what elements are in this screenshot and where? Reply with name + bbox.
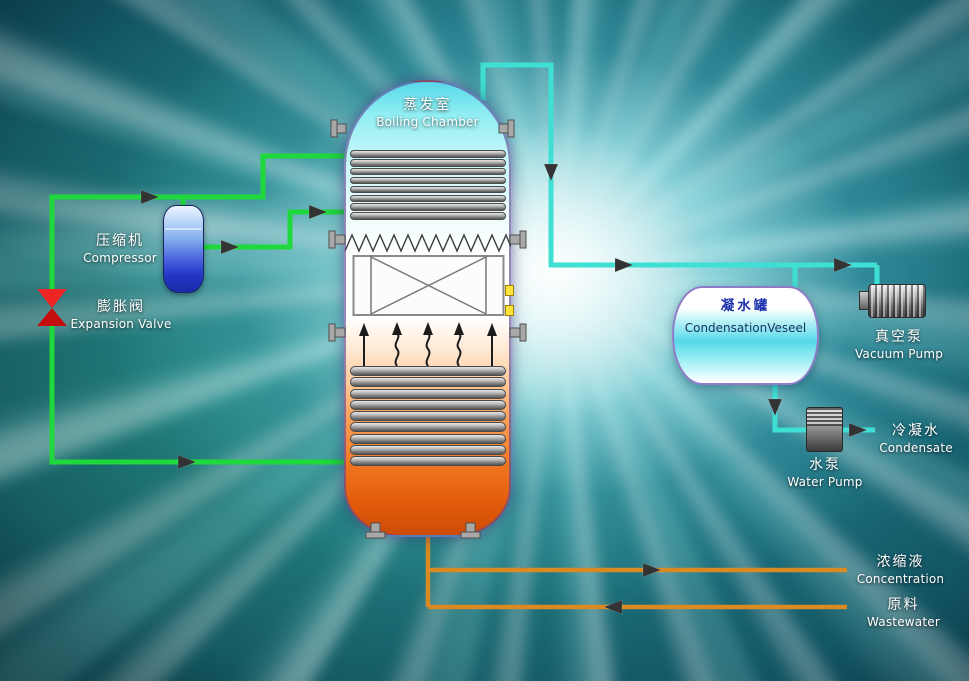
orange-feed-pipe: [425, 526, 847, 610]
condensation-vessel-icon: 凝水罐 CondensationVeseel: [672, 286, 819, 385]
coil-tube: [350, 433, 506, 444]
condensation-vessel-label-zh: 凝水罐: [720, 298, 771, 314]
heat-exchanger-xbox-icon: [352, 255, 505, 316]
expansion-valve-label-en: Expansion Valve: [70, 316, 172, 331]
condensate-label-zh: 冷凝水: [892, 423, 940, 439]
concentration-label-zh: 浓缩液: [876, 554, 925, 570]
coil-tube: [350, 444, 506, 455]
compressor-label-en: Compressor: [83, 250, 157, 265]
coil-tube: [350, 366, 506, 376]
wastewater-label-zh: 原料: [887, 597, 920, 613]
boiling-chamber-label-zh: 蒸发室: [403, 97, 452, 113]
coil-tube: [350, 167, 506, 176]
boiling-chamber-label: 蒸发室 Boiling Chamber: [344, 97, 511, 130]
coil-tube: [350, 422, 506, 433]
coil-tube: [350, 158, 506, 167]
sight-glass-icon: [505, 285, 514, 296]
water-pump-label-zh: 水泵: [809, 457, 841, 473]
boiling-chamber-label-en: Boiling Chamber: [376, 114, 479, 129]
compressor-seam: [165, 228, 202, 230]
compressor-icon: [163, 205, 204, 293]
coil-tube: [350, 411, 506, 421]
expansion-valve-label: 膨胀阀 Expansion Valve: [68, 299, 174, 332]
condensate-stream-label: 冷凝水 Condensate: [866, 423, 966, 456]
flow-arrows: [140, 163, 868, 615]
concentration-stream-label: 浓缩液 Concentration: [843, 554, 958, 587]
compressor-label: 压缩机 Compressor: [74, 233, 166, 266]
heating-coil-top: [350, 150, 506, 220]
expansion-valve-icon: [37, 289, 67, 326]
condensate-label-en: Condensate: [879, 440, 953, 455]
wastewater-stream-label: 原料 Wastewater: [851, 597, 956, 630]
coil-tube: [350, 150, 506, 158]
nozzle-flange-icon: [328, 119, 527, 539]
condensation-vessel-label-en: CondensationVeseel: [684, 321, 807, 335]
coil-tube: [350, 377, 506, 388]
demister-zigzag-icon: [345, 233, 511, 253]
water-pump-label: 水泵 Water Pump: [779, 457, 871, 490]
coil-tube: [350, 212, 506, 220]
coil-tube: [350, 388, 506, 399]
heating-coil-bottom: [350, 366, 506, 466]
expansion-valve-label-zh: 膨胀阀: [97, 299, 145, 315]
coil-tube: [350, 176, 506, 185]
wastewater-label-en: Wastewater: [867, 614, 940, 629]
sight-glass-icon: [505, 305, 514, 316]
coil-tube: [350, 194, 506, 203]
water-pump-label-en: Water Pump: [787, 474, 863, 489]
vacuum-pump-label: 真空泵 Vacuum Pump: [847, 329, 951, 362]
vacuum-pump-label-en: Vacuum Pump: [854, 346, 944, 361]
coil-tube: [350, 203, 506, 212]
vacuum-pump-icon: [868, 284, 926, 318]
coil-tube: [350, 185, 506, 194]
vacuum-pump-label-zh: 真空泵: [875, 329, 923, 345]
coil-tube: [350, 456, 506, 466]
water-pump-icon: [806, 407, 843, 452]
steam-wavy-arrows-icon: [359, 322, 497, 367]
compressor-label-zh: 压缩机: [96, 233, 144, 249]
concentration-label-en: Concentration: [856, 571, 945, 586]
coil-tube: [350, 399, 506, 410]
